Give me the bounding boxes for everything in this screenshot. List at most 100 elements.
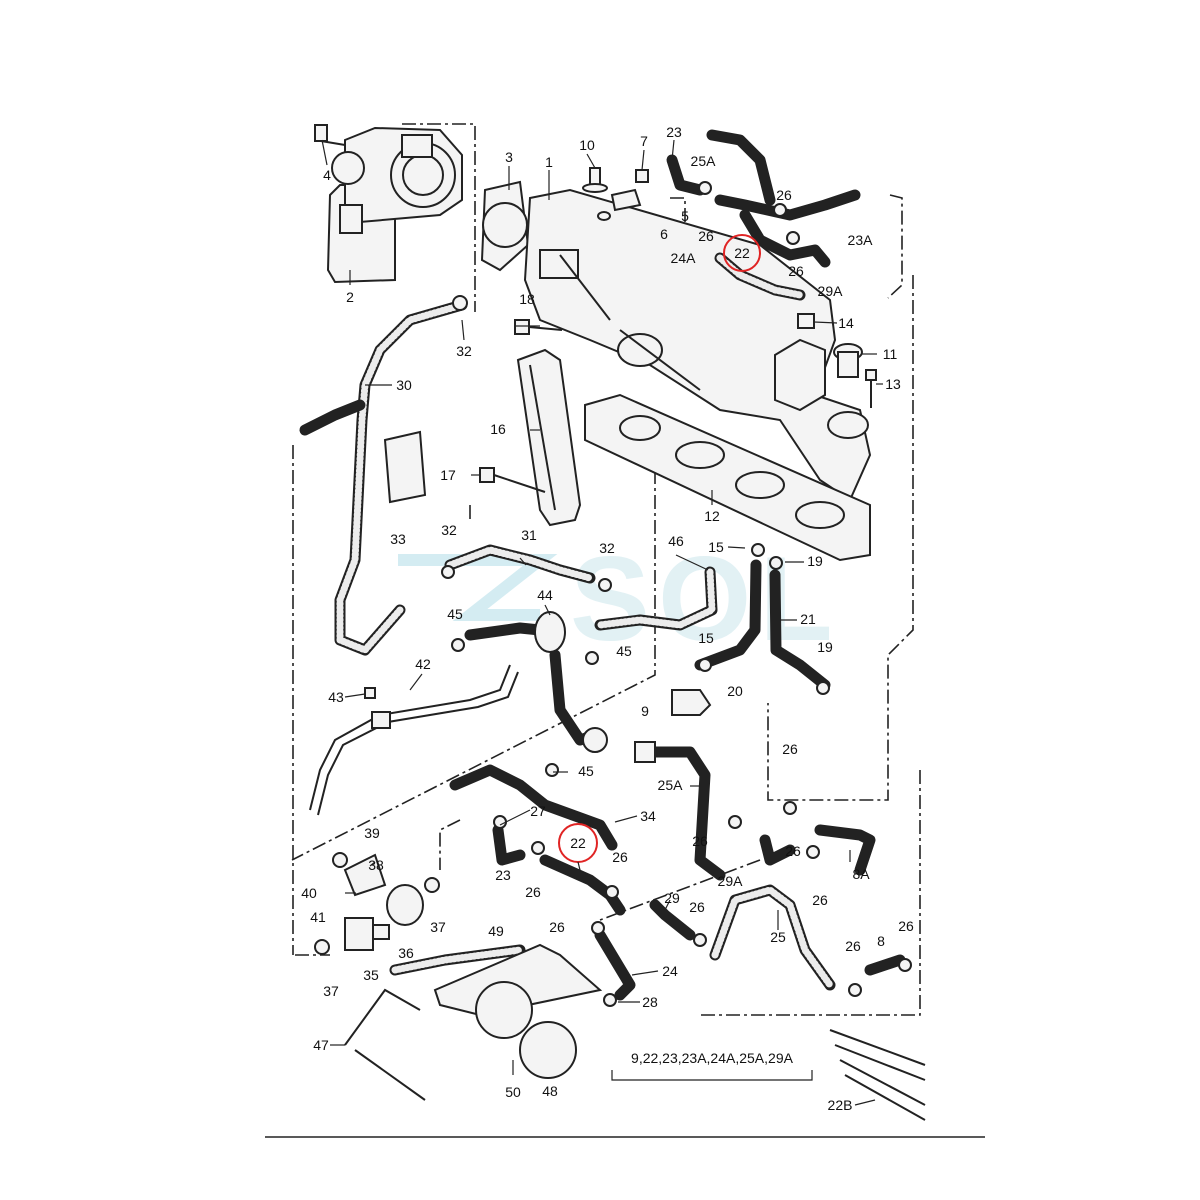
label-9: 9: [641, 703, 649, 719]
group-frames: [291, 123, 921, 1016]
bracket-38: [343, 853, 387, 897]
label-17: 17: [440, 467, 456, 483]
label-23A: 23A: [848, 232, 874, 248]
highlight-22-top: [723, 234, 761, 272]
label-4: 4: [323, 167, 331, 183]
cable-tie-22B: [829, 1029, 926, 1121]
label-26-h: 26: [612, 849, 628, 865]
bottom-rule: [265, 1070, 985, 1138]
label-25A-mid: 25A: [658, 777, 684, 793]
label-29: 29: [664, 890, 680, 906]
label-1: 1: [545, 154, 553, 170]
valve-35: [344, 917, 390, 951]
label-18: 18: [519, 291, 535, 307]
label-8a: 8A: [852, 866, 870, 882]
label-19-mid: 19: [817, 639, 833, 655]
label-46: 46: [668, 533, 684, 549]
label-26-g: 26: [812, 892, 828, 908]
label-45-a: 45: [447, 606, 463, 622]
label-30: 30: [396, 377, 412, 393]
label-37-right: 37: [430, 919, 446, 935]
label-26-d: 26: [782, 741, 798, 757]
watermark: SOL: [398, 532, 841, 666]
label-28: 28: [642, 994, 658, 1010]
label-42: 42: [415, 656, 431, 672]
label-31: 31: [521, 527, 537, 543]
label-11: 11: [883, 346, 898, 362]
label-33: 33: [390, 531, 406, 547]
label-26-j: 26: [549, 919, 565, 935]
label-24: 24: [662, 963, 678, 979]
label-40: 40: [301, 885, 317, 901]
label-15-top: 15: [708, 539, 724, 555]
label-13: 13: [885, 376, 901, 392]
label-38: 38: [368, 857, 384, 873]
label-5: 5: [681, 208, 689, 224]
label-45-b: 45: [616, 643, 632, 659]
manifold-gasket: [584, 393, 871, 562]
leader-lines: [321, 139, 883, 1106]
label-44: 44: [537, 587, 553, 603]
label-26-a: 26: [698, 228, 714, 244]
flange-5: [597, 188, 642, 221]
label-22-bottom: 22: [570, 835, 586, 851]
label-26-m: 26: [898, 918, 914, 934]
label-26-e: 26: [692, 833, 708, 849]
label-29A-bottom: 29A: [718, 873, 744, 889]
label-26-c: 26: [788, 263, 804, 279]
label-21: 21: [800, 611, 816, 627]
intake-manifold: [523, 188, 872, 502]
label-32-a: 32: [456, 343, 472, 359]
label-47: 47: [313, 1037, 329, 1053]
clip-36: [386, 884, 424, 926]
label-26-f: 26: [785, 843, 801, 859]
screw-7: [635, 169, 649, 183]
bracket-16: [516, 348, 582, 527]
label-32-b: 32: [441, 522, 457, 538]
valve-10: [582, 167, 608, 193]
throttle-body: [326, 126, 463, 284]
label-41: 41: [310, 909, 326, 925]
pressure-regulator-9: [634, 689, 712, 763]
canister-48: [475, 981, 577, 1079]
bracket-49: [433, 943, 603, 1017]
label-10: 10: [579, 137, 595, 153]
label-26-i: 26: [525, 884, 541, 900]
label-29A-top: 29A: [818, 283, 844, 299]
label-43: 43: [328, 689, 344, 705]
label-22-top: 22: [734, 245, 750, 261]
label-49: 49: [488, 923, 504, 939]
callout-labels: 1 2 3 4 5 6 7 8 8A 9 10 11 12 13 14 15 1…: [301, 124, 914, 1113]
heat-shield-33: [383, 430, 427, 504]
pipe-42: [309, 664, 519, 816]
label-37-left: 37: [323, 983, 339, 999]
label-2: 2: [346, 289, 354, 305]
label-15-mid: 15: [698, 630, 714, 646]
label-6: 6: [660, 226, 668, 242]
label-45-c: 45: [578, 763, 594, 779]
screw-4: [314, 124, 346, 146]
parts-note: 9,22,23,23A,24A,25A,29A: [631, 1050, 794, 1066]
label-20: 20: [727, 683, 743, 699]
watermark-text: SOL: [570, 532, 841, 666]
label-25A-top: 25A: [691, 153, 717, 169]
nut-14: [797, 313, 815, 329]
label-35: 35: [363, 967, 379, 983]
label-16: 16: [490, 421, 506, 437]
label-3: 3: [505, 149, 513, 165]
label-36: 36: [398, 945, 414, 961]
bolt-18: [514, 319, 563, 335]
bolt-13: [865, 369, 877, 408]
label-23-top: 23: [666, 124, 682, 140]
label-14: 14: [838, 315, 854, 331]
label-50: 50: [505, 1084, 521, 1100]
label-23-bottom: 23: [495, 867, 511, 883]
label-39: 39: [364, 825, 380, 841]
bolt-43: [364, 687, 376, 699]
label-19-top: 19: [807, 553, 823, 569]
valve-44: [534, 611, 608, 753]
label-26-k: 26: [689, 899, 705, 915]
rod-47: [344, 988, 426, 1101]
label-25: 25: [770, 929, 786, 945]
